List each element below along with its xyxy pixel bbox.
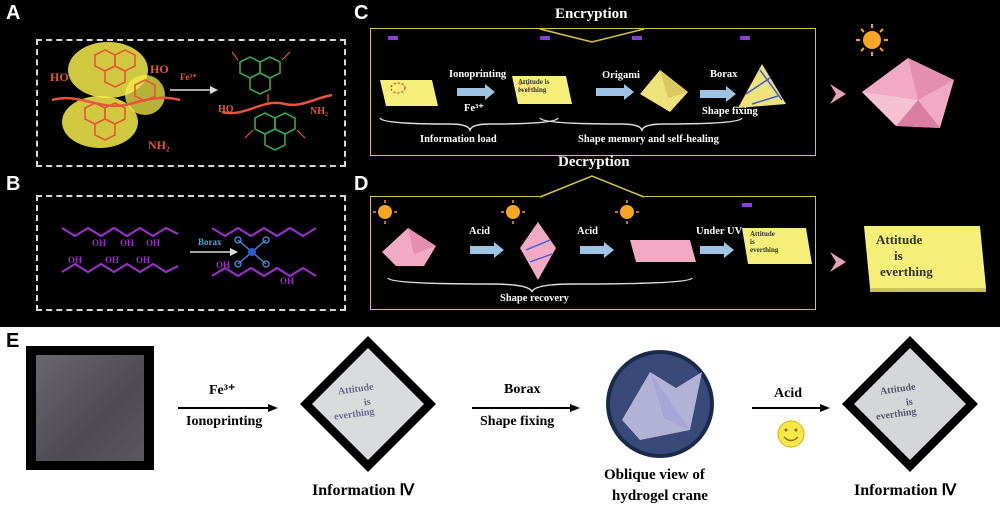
- information-label-1: Information Ⅳ: [312, 480, 414, 500]
- oblique-view-line1: Oblique view of: [604, 467, 705, 484]
- arrow-e3: [820, 404, 830, 412]
- smiley-icon: [778, 421, 804, 447]
- fe-label-e: Fe³⁺: [209, 382, 235, 399]
- borax-label-e: Borax: [504, 382, 541, 398]
- acid-label-e: Acid: [774, 386, 802, 402]
- arrow-e1: [268, 404, 278, 412]
- shape-fixing-label-e: Shape fixing: [480, 414, 554, 430]
- oblique-view-line2: hydrogel crane: [612, 488, 708, 505]
- information-label-2: Information Ⅳ: [854, 480, 956, 500]
- ionoprinting-label-e: Ionoprinting: [186, 414, 262, 430]
- arrow-e2: [570, 404, 580, 412]
